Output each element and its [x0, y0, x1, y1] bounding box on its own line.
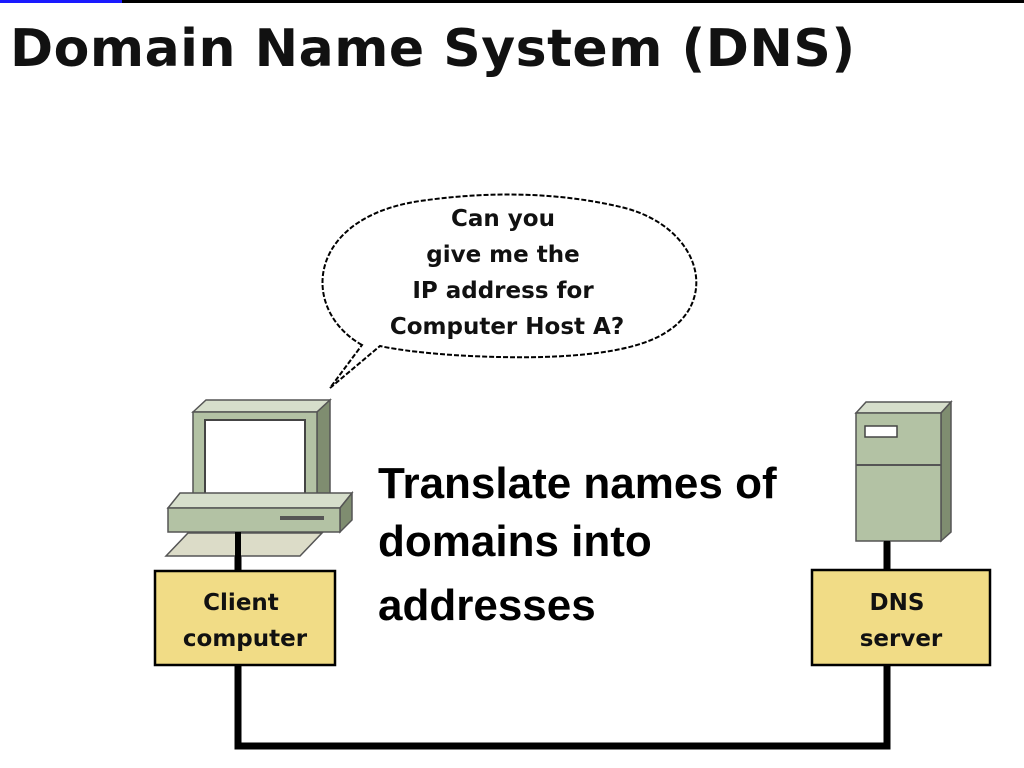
caption: Translate names of domains into addresse… — [378, 455, 858, 635]
svg-text:DNS server: DNS server — [860, 590, 943, 652]
speech-bubble-line: give me the — [426, 242, 580, 268]
client-label-line: computer — [183, 626, 308, 652]
client-label-line: Client — [203, 590, 279, 616]
top-rule-accent — [0, 0, 122, 3]
top-rule — [0, 0, 1024, 3]
caption-line: domains into — [378, 517, 652, 566]
server-label-line: server — [860, 626, 943, 652]
dns-server-icon — [854, 400, 953, 543]
dns-server-label: DNS server — [810, 568, 992, 667]
speech-bubble-line: Can you — [451, 206, 555, 232]
speech-bubble-line: IP address for — [412, 278, 594, 304]
server-label-line: DNS — [870, 590, 925, 616]
client-computer-label: Client computer — [153, 569, 337, 667]
client-computer-icon — [164, 398, 354, 557]
svg-text:Client computer: Client computer — [183, 590, 308, 652]
speech-bubble-shape — [321, 193, 698, 389]
slide-title: Domain Name System (DNS) — [10, 19, 856, 79]
caption-line: addresses — [378, 581, 596, 630]
speech-bubble-line: Computer Host A? — [390, 314, 624, 340]
svg-text:Can you give me the: Can you give me the IP address for Compu… — [390, 206, 624, 340]
caption-line: Translate names of — [378, 459, 777, 508]
speech-bubble: Can you give me the IP address for Compu… — [321, 193, 698, 389]
